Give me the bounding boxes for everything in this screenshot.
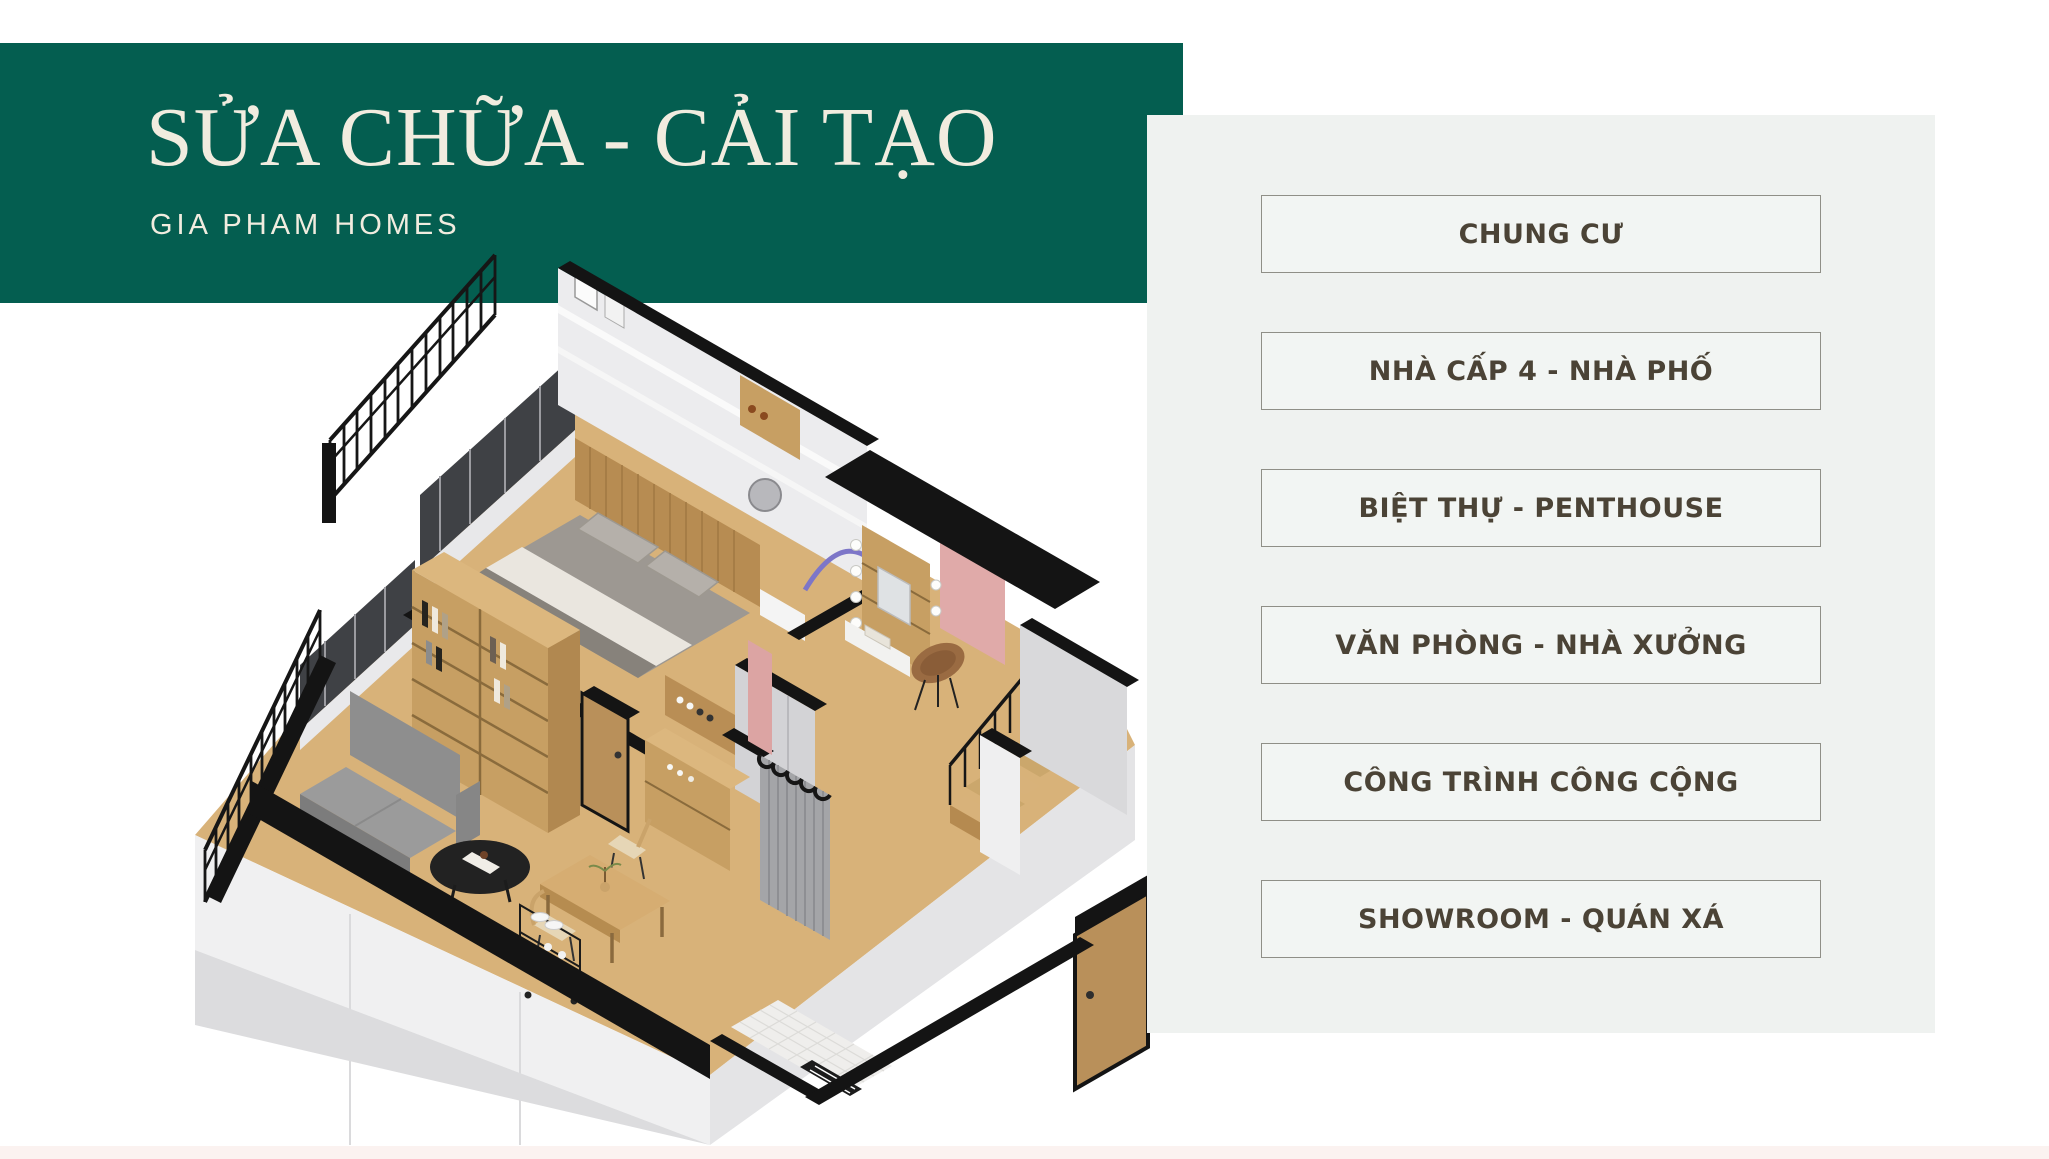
balcony-fence <box>203 253 575 903</box>
category-button-van-phong-nha-xuong[interactable]: VĂN PHÒNG - NHÀ XƯỞNG <box>1261 606 1821 684</box>
category-button-biet-thu-penthouse[interactable]: BIỆT THỰ - PENTHOUSE <box>1261 469 1821 547</box>
dining-set <box>529 818 670 963</box>
category-button-chung-cu[interactable]: CHUNG CƯ <box>1261 195 1821 273</box>
right-rooms <box>825 450 1150 1093</box>
category-button-showroom-quan-xa[interactable]: SHOWROOM - QUÁN XÁ <box>1261 880 1821 958</box>
apartment-isometric-render <box>195 253 1150 1145</box>
glass-cabinet <box>644 675 750 871</box>
brand-name: GIA PHAM HOMES <box>150 209 461 241</box>
category-button-nha-cap-4-nha-pho[interactable]: NHÀ CẤP 4 - NHÀ PHỐ <box>1261 332 1821 410</box>
front-cut-walls <box>250 780 1094 1105</box>
category-panel: CHUNG CƯ NHÀ CẤP 4 - NHÀ PHỐ BIỆT THỰ - … <box>1147 115 1935 1033</box>
category-button-cong-trinh-cong-cong[interactable]: CÔNG TRÌNH CÔNG CỘNG <box>1261 743 1821 821</box>
page-title: SỬA CHỮA - CẢI TẠO <box>146 91 998 184</box>
living-wall-bookshelf <box>403 552 722 834</box>
coffee-table <box>430 840 530 908</box>
bottom-strip <box>0 1146 2049 1159</box>
bedroom-back-wall <box>558 261 879 583</box>
header-banner: SỬA CHỮA - CẢI TẠO GIA PHAM HOMES <box>0 43 1183 303</box>
curtain <box>722 728 832 940</box>
